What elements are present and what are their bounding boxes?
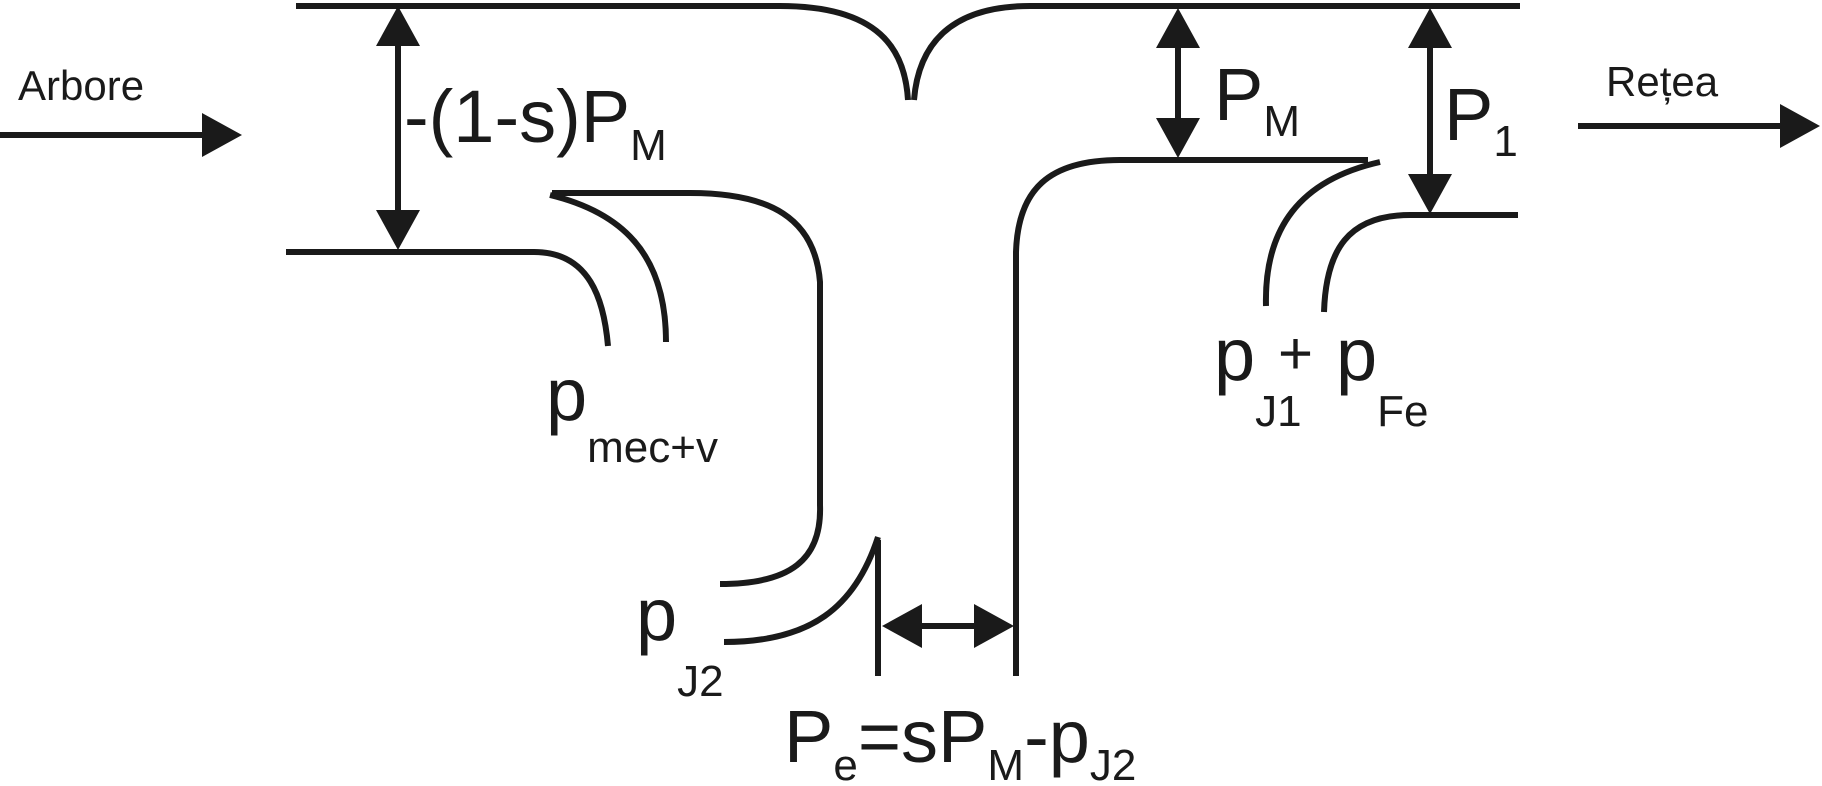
rotor-loss-curve (723, 536, 881, 645)
electromagnetic-flow-inner (1013, 157, 1368, 676)
shaft-power-label: -(1-s)PM (404, 75, 667, 170)
pe-arrowhead-right (974, 604, 1014, 648)
p1-arrowhead-bottom (1408, 174, 1452, 214)
pmec-sub: mec+v (587, 423, 718, 472)
p1-main: P (1444, 73, 1493, 156)
output-label: Rețea (1606, 58, 1719, 105)
plus-sign: + (1278, 320, 1313, 387)
retea-arrowhead (1780, 104, 1820, 148)
stator-copper-loss-curve (1262, 159, 1381, 307)
rotor-losses-label: pJ2 (636, 573, 724, 706)
pfe-sub: Fe (1377, 387, 1428, 436)
mechanical-losses-label: pmec+v (546, 353, 718, 472)
stator-copper-losses-label: pJ1 (1214, 313, 1302, 436)
dimension-arrows (0, 6, 1820, 648)
shaft-power-arrowhead-bottom (376, 210, 420, 250)
labels: Arbore Rețea -(1-s)PM PM P1 pmec+v pJ1 +… (18, 53, 1719, 786)
pj2-sub: J2 (677, 657, 723, 706)
formula-s2: M (987, 741, 1024, 786)
electric-power-formula: Pe=sPM-pJ2 (784, 695, 1136, 786)
formula-p3: -p (1024, 695, 1090, 778)
pj1-sub: J1 (1255, 387, 1301, 436)
pm-arrowhead-top (1156, 8, 1200, 48)
pj1-main: p (1214, 313, 1255, 396)
pmec-main: p (546, 353, 587, 436)
pfe-main: p (1336, 313, 1377, 396)
pm-main: P (1214, 53, 1263, 136)
shaft-flow-bottom (286, 249, 611, 347)
shaft-power-sub: M (630, 121, 667, 170)
pm-sub: M (1263, 97, 1300, 146)
p1-sub: 1 (1493, 117, 1517, 166)
input-power-label: P1 (1444, 73, 1518, 166)
mechanical-loss-curve (549, 192, 669, 343)
stator-iron-loss-curve (1321, 212, 1518, 313)
formula-s3: J2 (1090, 741, 1136, 786)
shaft-power-main: -(1-s)P (404, 75, 630, 158)
stator-iron-losses-label: pFe (1336, 313, 1429, 436)
rotor-flow-upper (552, 190, 824, 587)
pj2-main: p (636, 573, 677, 656)
formula-p1: P (784, 695, 833, 778)
formula-p2: =sP (858, 695, 988, 778)
p1-arrowhead-top (1408, 8, 1452, 48)
pe-arrowhead-left (882, 604, 922, 648)
input-label: Arbore (18, 62, 144, 109)
flow-lines (286, 3, 1520, 676)
electromagnetic-power-label: PM (1214, 53, 1300, 146)
top-boundary-right (911, 3, 1520, 101)
pm-arrowhead-bottom (1156, 118, 1200, 158)
top-boundary-left (296, 3, 911, 101)
formula-s1: e (833, 741, 857, 786)
arbore-arrowhead (202, 113, 242, 157)
shaft-power-arrowhead-top (376, 6, 420, 46)
